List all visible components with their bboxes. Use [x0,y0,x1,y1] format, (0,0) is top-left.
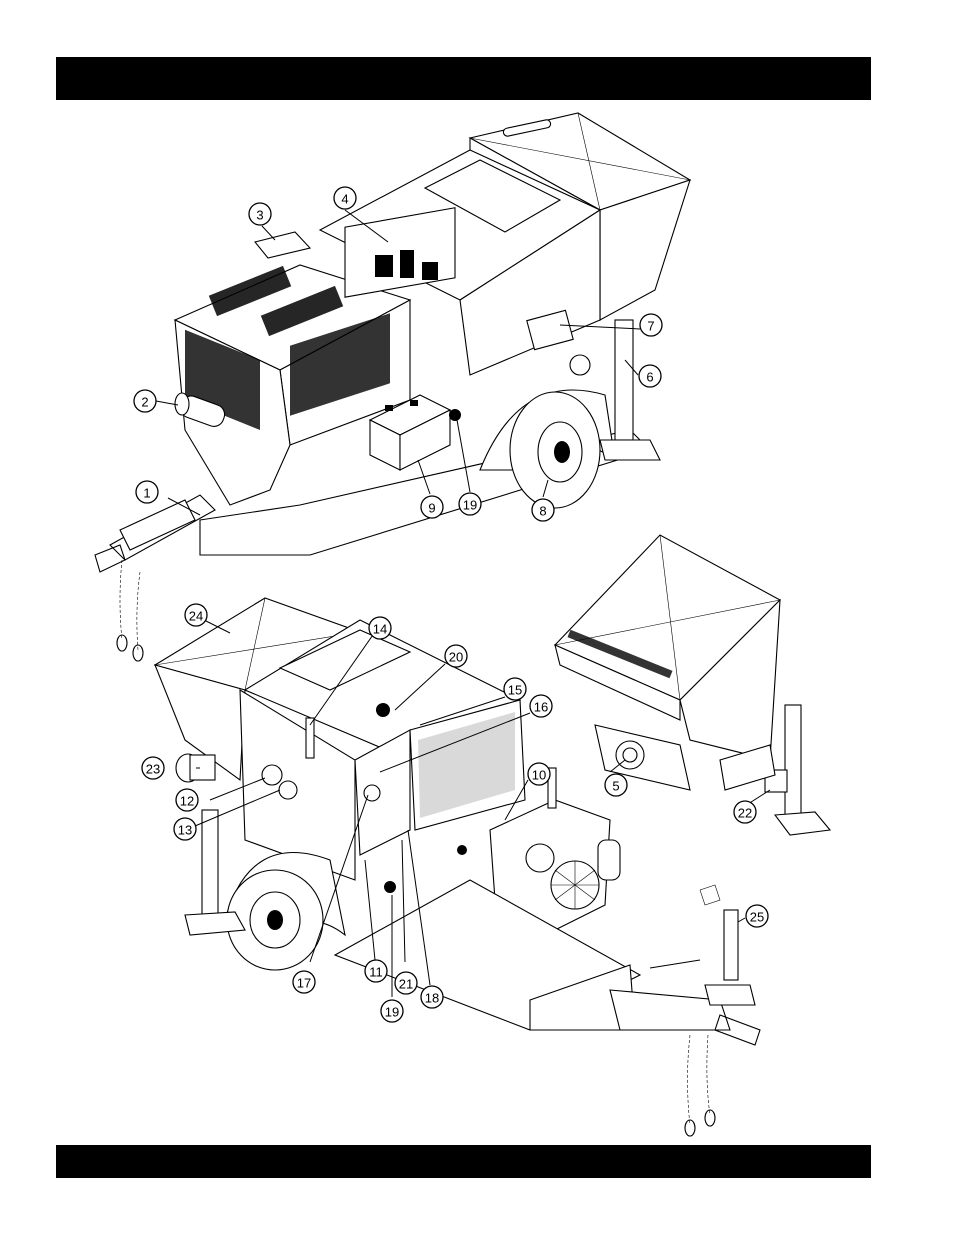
svg-text:9: 9 [428,501,435,516]
svg-text:6: 6 [646,370,653,385]
callout-18: 18 [421,986,443,1008]
callout-9: 9 [421,496,443,518]
callout-17: 17 [293,971,315,993]
callout-19-bottom: 19 [381,1000,403,1022]
callout-11: 11 [365,960,387,982]
svg-text:4: 4 [341,192,348,207]
svg-text:24: 24 [189,609,203,624]
svg-text:10: 10 [532,768,546,783]
svg-text:12: 12 [180,794,194,809]
svg-text:19: 19 [385,1005,399,1020]
callout-2: 2 [134,390,156,412]
callout-15: 15 [504,678,526,700]
hopper-rear-illustration [555,535,830,835]
svg-text:5: 5 [612,779,619,794]
callout-13: 13 [174,818,196,840]
callout-8: 8 [532,499,554,521]
svg-text:25: 25 [750,910,764,925]
svg-text:3: 3 [256,208,263,223]
svg-text:8: 8 [539,504,546,519]
callout-4: 4 [334,187,356,209]
callout-21: 21 [395,972,417,994]
svg-text:16: 16 [534,700,548,715]
callout-14: 14 [369,617,391,639]
callout-16: 16 [530,695,552,717]
callout-22: 22 [734,801,756,823]
svg-text:22: 22 [738,806,752,821]
svg-text:20: 20 [449,650,463,665]
upper-trailer-illustration [95,113,690,661]
callout-12: 12 [176,789,198,811]
callout-25: 25 [746,905,768,927]
svg-text:18: 18 [425,991,439,1006]
svg-text:7: 7 [647,319,654,334]
callout-5: 5 [605,774,627,796]
callout-3: 3 [249,203,271,225]
callout-19-top: 19 [459,493,481,515]
svg-text:11: 11 [369,965,383,980]
callout-6: 6 [639,365,661,387]
svg-text:2: 2 [141,395,148,410]
svg-text:1: 1 [143,486,150,501]
svg-text:17: 17 [297,976,311,991]
svg-text:14: 14 [373,622,387,637]
svg-text:19: 19 [463,498,477,513]
callout-23: 23 [142,757,164,779]
callout-1: 1 [136,481,158,503]
callout-10: 10 [528,763,550,785]
callout-7: 7 [640,314,662,336]
callout-20: 20 [445,645,467,667]
safety-chains [117,560,143,661]
callout-24: 24 [185,604,207,626]
svg-text:15: 15 [508,683,522,698]
svg-text:21: 21 [399,977,413,992]
svg-text:13: 13 [178,823,192,838]
svg-text:23: 23 [146,762,160,777]
